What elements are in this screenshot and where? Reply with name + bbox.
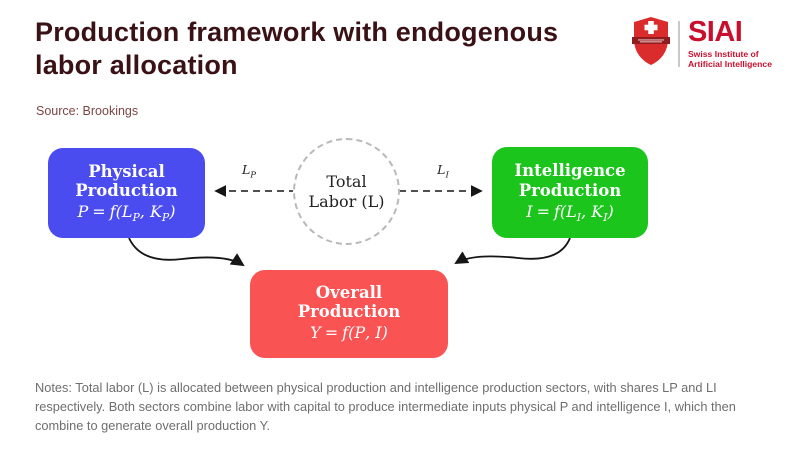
physical-to-overall-arrow [128,237,245,267]
overall-formula: Y=f(P, I) [310,323,388,343]
logo-subtitle: Swiss Institute of Artificial Intelligen… [687,48,772,69]
logo-text: SIAI Swiss Institute of Artificial Intel… [687,15,772,70]
overall-title: Overall Production [297,282,401,322]
overall-production-node: Overall Production Y=f(P, I) [250,270,448,358]
labor-share-li-label: LI [437,162,449,181]
physical-formula: P=f(LP, KP) [77,202,176,225]
total-labor-line2: Labor (L) [308,191,385,211]
source-caption: Source: Brookings [36,104,139,118]
physical-production-node: Physical Production P=f(LP, KP) [48,148,205,238]
physical-title: Physical Production [75,161,178,201]
logo-divider [677,20,680,67]
intelligence-to-overall-arrow [454,237,571,265]
page-title: Production framework with endogenous lab… [35,16,635,82]
total-labor-node: Total Labor (L) [293,138,400,245]
total-labor-line1: Total [326,171,367,191]
labor-share-lp-label: LP [241,162,257,181]
page-title-line1: Production framework with endogenous [35,17,559,47]
intelligence-title: Intelligence Production [514,161,626,200]
logo-acronym: SIAI [687,15,743,48]
notes-caption: Notes: Total labor (L) is allocated betw… [35,380,736,434]
page-title-line2: labor allocation [35,49,238,80]
intelligence-production-node: Intelligence Production I=f(LI, KI) [492,147,648,238]
intelligence-formula: I=f(LI, KI) [526,201,614,224]
